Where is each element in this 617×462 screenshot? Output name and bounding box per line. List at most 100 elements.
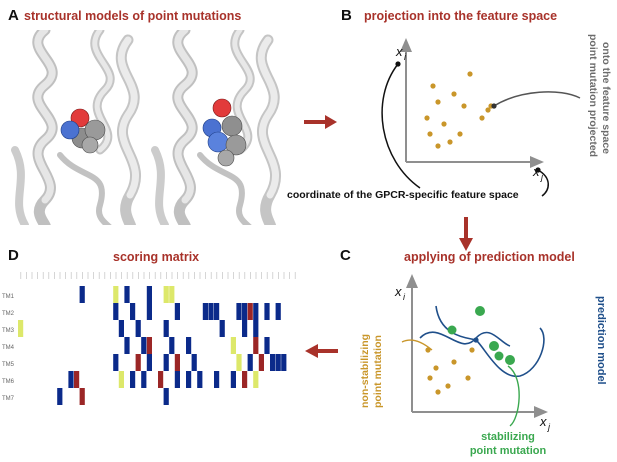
matrix-cell: [118, 320, 124, 337]
matrix-cell: [230, 337, 236, 354]
matrix-cell: [174, 371, 180, 388]
c-axis-x-label: x: [539, 414, 547, 429]
matrix-cell: [118, 371, 124, 388]
coordinate-note: coordinate of the GPCR-specific feature …: [287, 189, 519, 201]
matrix-cell: [141, 337, 147, 354]
matrix-cell: [146, 286, 152, 303]
matrix-cell: [113, 286, 119, 303]
matrix-cell: [79, 286, 85, 303]
matrix-cell: [74, 371, 80, 388]
matrix-row-label: TM2: [2, 311, 15, 317]
matrix-cell: [202, 303, 208, 320]
decision-boundary-2: [435, 305, 545, 377]
b-axis-y-label: x: [395, 44, 403, 59]
matrix-cell: [281, 354, 287, 371]
matrix-row-label: TM3: [2, 328, 15, 334]
matrix-cell: [236, 354, 242, 371]
matrix-cell: [264, 337, 270, 354]
data-point: [457, 131, 463, 137]
stab-note-line-2: point mutation: [470, 445, 547, 457]
matrix-cell: [163, 320, 169, 337]
matrix-cell: [270, 354, 276, 371]
matrix-cell: [214, 303, 220, 320]
matrix-cell: [146, 354, 152, 371]
matrix-cell: [135, 320, 141, 337]
matrix-cell: [146, 337, 152, 354]
matrix-cell: [163, 388, 169, 405]
stab-pointer: [507, 365, 520, 427]
nonstab-point: [469, 347, 475, 353]
matrix-cell: [219, 320, 225, 337]
matrix-column-ticks: [20, 272, 296, 279]
matrix-cell: [135, 354, 141, 371]
coordinate-pointer-left-dot: [395, 61, 401, 67]
protein-structure-illustrations: [11, 30, 281, 225]
coordinate-pointer-right: [537, 169, 549, 197]
nonstab-point: [451, 359, 457, 365]
matrix-cell: [253, 303, 259, 320]
b-axis-y-sub: i: [404, 52, 407, 62]
model-intersection-dot: [473, 337, 479, 343]
matrix-cell: [113, 354, 119, 371]
mutated-residue-mutant: [202, 98, 247, 167]
data-point: [451, 91, 457, 97]
panel-a-title: structural models of point mutations: [24, 9, 242, 23]
protein-model-mutant: [151, 30, 281, 225]
matrix-cell: [275, 354, 281, 371]
matrix-cell: [163, 354, 169, 371]
mutation-note-line-2: onto the feature space: [600, 42, 612, 154]
coordinate-pointer-right-dot: [535, 167, 541, 173]
c-axis-x-sub: j: [547, 422, 551, 432]
data-point: [485, 107, 491, 113]
data-point: [435, 143, 441, 149]
data-point: [479, 115, 485, 121]
matrix-cell: [236, 303, 242, 320]
mutation-note-line-1: point mutation projected: [587, 34, 599, 157]
mutated-residue-wildtype: [60, 108, 106, 154]
stab-note-line-1: stabilizing: [481, 431, 535, 443]
nonstabilizing-points: [425, 347, 475, 395]
matrix-cell: [141, 371, 147, 388]
matrix-cell: [169, 337, 175, 354]
matrix-cell: [191, 354, 197, 371]
panel-a-letter: A: [8, 7, 19, 24]
matrix-cell: [68, 371, 74, 388]
coordinate-pointer-left: [381, 63, 421, 189]
b-axis-x-sub: j: [540, 172, 544, 182]
stab-point: [475, 306, 485, 316]
panel-d-letter: D: [8, 247, 19, 264]
mutation-projected-note: point mutation projected onto the featur…: [587, 34, 612, 157]
projected-points: [424, 71, 494, 149]
matrix-cell: [242, 303, 248, 320]
data-point: [447, 139, 453, 145]
mutation-pointer-dot: [491, 103, 497, 109]
matrix-cell: [242, 371, 248, 388]
matrix-cell: [264, 303, 270, 320]
matrix-cell: [242, 320, 248, 337]
matrix-row-label: TM6: [2, 379, 15, 385]
matrix-cell: [113, 303, 119, 320]
matrix-cell: [130, 371, 136, 388]
data-point: [467, 71, 473, 77]
data-point: [441, 121, 447, 127]
prediction-model-plot: x i x j non-stabilizing point mutation p…: [359, 274, 607, 457]
matrix-cell: [163, 286, 169, 303]
matrix-cell: [253, 371, 259, 388]
panel-c-title: applying of prediction model: [404, 250, 575, 264]
matrix-cell: [186, 371, 192, 388]
data-point: [461, 103, 467, 109]
mutation-pointer-line: [493, 91, 581, 107]
c-axis-y-sub: i: [403, 292, 406, 302]
matrix-cell: [169, 286, 175, 303]
matrix-cell: [230, 371, 236, 388]
stabilizing-points: [447, 306, 515, 365]
data-point: [424, 115, 430, 121]
data-point: [435, 99, 441, 105]
matrix-cell: [197, 371, 203, 388]
stab-point: [494, 351, 504, 361]
nonstab-point: [445, 383, 451, 389]
panel-b-letter: B: [341, 7, 352, 24]
nonstab-point: [465, 375, 471, 381]
matrix-cell: [174, 303, 180, 320]
